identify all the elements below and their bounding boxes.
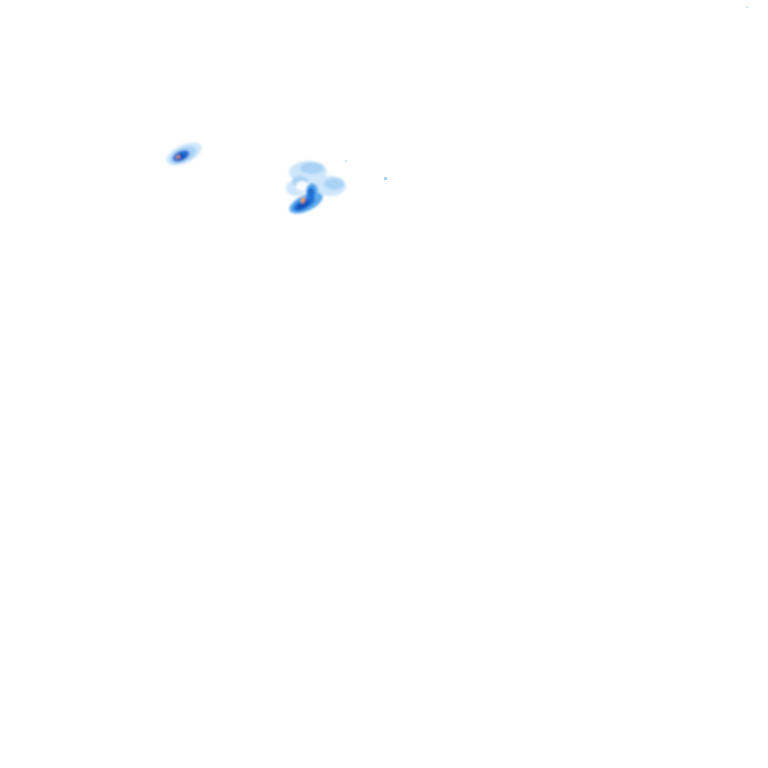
radar-echo-cell-west (166, 142, 202, 166)
radar-echo-cell-central (286, 161, 346, 214)
radar-echo-specks (345, 6, 748, 180)
